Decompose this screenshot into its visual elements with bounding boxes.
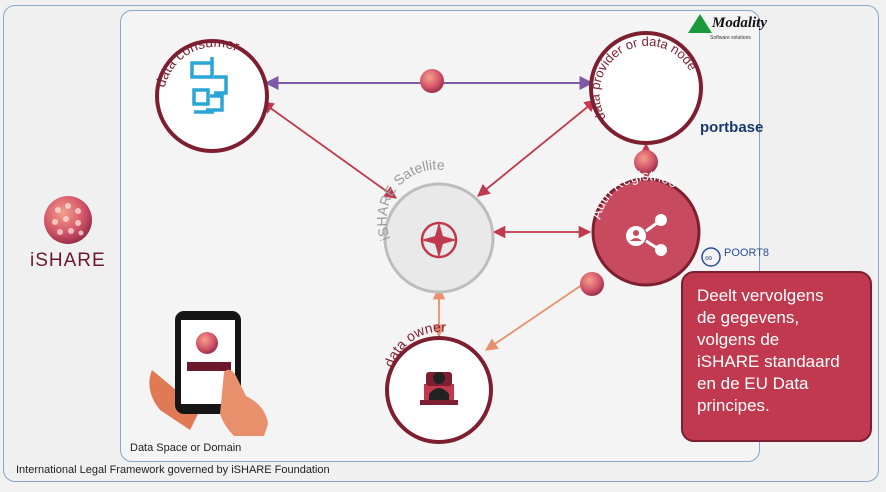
cbs-logo-icon	[190, 57, 228, 114]
share-icon	[626, 214, 667, 256]
modality-logo-sub: Software solutions	[710, 35, 751, 41]
callout-line: de gegevens,	[697, 308, 800, 327]
arrow-owner-registries	[484, 273, 600, 351]
callout-line: iSHARE standaard	[697, 352, 840, 371]
poort8-logo-text: POORT8	[724, 247, 769, 259]
token-icon-top	[420, 69, 444, 93]
poort8-logo-icon: ∞	[701, 247, 721, 267]
callout-line: principes.	[697, 396, 770, 415]
portbase-logo-text: portbase	[700, 119, 763, 136]
token-icon-right	[634, 150, 658, 174]
arrow-provider-satellite	[477, 99, 597, 197]
callout-line: en de EU Data	[697, 374, 809, 393]
node-data-consumer: data consumer	[152, 34, 269, 153]
node-auth-registries: Auth Registries	[588, 167, 701, 287]
svg-text:∞: ∞	[705, 253, 712, 264]
compass-icon	[420, 221, 458, 259]
modality-logo-text: Modality	[711, 15, 767, 31]
modality-logo-icon	[688, 14, 712, 33]
ishare-logo-text: iSHARE	[30, 250, 106, 271]
framework-label: International Legal Framework governed b…	[16, 464, 330, 476]
token-icon-lower	[580, 272, 604, 296]
node-data-owner: data owner	[381, 319, 493, 444]
callout-line: Deelt vervolgens	[697, 286, 824, 305]
domain-label: Data Space or Domain	[130, 442, 242, 454]
node-ishare-satellite: iSHARE Satellite	[374, 156, 495, 294]
callout-box: Deelt vervolgens de gegevens, volgens de…	[681, 271, 872, 442]
ishare-logo-icon	[44, 196, 92, 244]
arrow-consumer-satellite	[260, 101, 398, 199]
owner-desk-icon	[420, 372, 458, 405]
callout-line: volgens de	[697, 330, 780, 349]
node-data-provider: data provider or data node	[587, 31, 703, 145]
tablet-illustration	[149, 311, 268, 436]
